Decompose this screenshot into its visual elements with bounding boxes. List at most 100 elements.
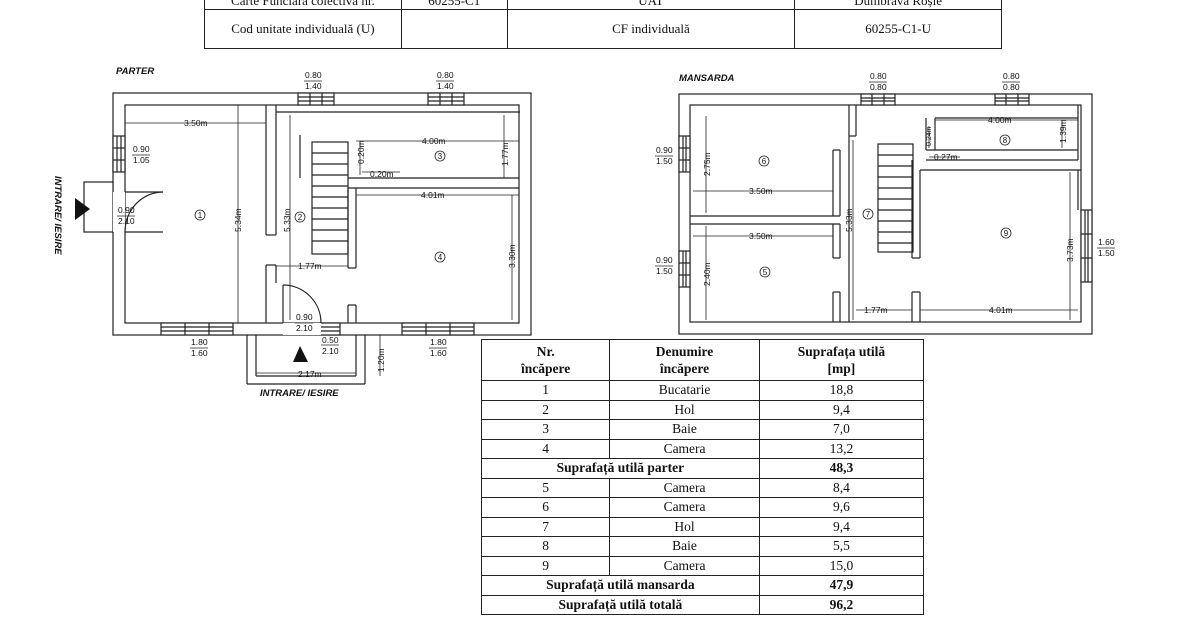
mansarda-room-numbers: 5 6 7 8 9 — [758, 134, 1012, 278]
room-number: 8 — [1003, 136, 1008, 145]
subtotal-value: 48,3 — [758, 458, 925, 479]
dim-label: 1.50 — [656, 266, 673, 276]
dim-label: 1.05 — [133, 155, 150, 165]
dim-label: 3.50m — [184, 118, 208, 128]
cod-unitate-label: Cod unitate individuală (U) — [204, 9, 402, 49]
dim-label: 1.60 — [1098, 237, 1115, 247]
cell-nr: 7 — [480, 516, 611, 537]
parter-window-top-2 — [427, 92, 465, 106]
dim-label: 0.27m — [934, 152, 958, 162]
dim-label: 4.00m — [422, 136, 446, 146]
dim-label: 1.80 — [430, 337, 447, 347]
cell-nr: 2 — [480, 399, 611, 420]
dim-label: 1.77m — [864, 305, 888, 315]
parter-outer-wall — [112, 92, 532, 336]
dim-label: 1.40 — [437, 81, 454, 91]
cell-name: Camera — [609, 555, 760, 576]
dim-label: 1.77m — [500, 142, 510, 166]
dim-label: 2.10 — [118, 216, 135, 226]
dim-label: 2.10 — [296, 323, 313, 333]
cell-nr: 4 — [480, 438, 611, 459]
entrance-label-left: INTRARE/ IESIRE — [52, 176, 63, 255]
entrance-arrow-left-icon — [75, 198, 90, 220]
dim-label: 3.50m — [749, 231, 773, 241]
dim-label: 3.73m — [1065, 238, 1075, 262]
parter-plan: PARTER — [75, 66, 532, 385]
cell-name: Hol — [609, 399, 760, 420]
dim-label: 2.17m — [298, 369, 322, 379]
dim-label: 0.90 — [656, 145, 673, 155]
col-header-nr-line2: încăpere — [521, 361, 571, 376]
cell-name: Camera — [609, 438, 760, 459]
cell-area: 13,2 — [758, 438, 925, 459]
cell-name: Baie — [609, 536, 760, 557]
cell-name: Camera — [609, 497, 760, 518]
parter-window-left — [112, 135, 126, 173]
dim-label: 1.40 — [305, 81, 322, 91]
mansarda-labels: 0.80 0.80 0.80 0.80 0.90 1.50 0.90 1.50 … — [655, 71, 1115, 315]
col-header-nr: Nr.încăpere — [480, 339, 611, 381]
dim-label: 1.80 — [191, 337, 208, 347]
dim-label: 0.24m — [926, 126, 933, 146]
dim-label: 1.50 — [1098, 248, 1115, 258]
mansarda-title: MANSARDA — [679, 73, 735, 84]
dim-label: 1.60 — [191, 348, 208, 358]
dim-label: 4.01m — [989, 305, 1013, 315]
dim-label: 0.80 — [1003, 82, 1020, 92]
cell-name: Camera — [609, 477, 760, 498]
parter-window-porch — [319, 322, 341, 336]
mansarda-window-left-1 — [678, 135, 691, 173]
dim-label: 0.80 — [870, 82, 887, 92]
mansarda-dimension-lines — [693, 116, 1078, 320]
dim-label: 0.90 — [656, 255, 673, 265]
parter-porch — [246, 335, 366, 385]
subtotal-label: Suprafață utilă mansarda — [481, 575, 760, 596]
total-value: 96,2 — [758, 594, 925, 615]
dim-label: 2.10 — [322, 346, 339, 356]
mansarda-outer-wall — [678, 93, 1093, 335]
room-number: 7 — [866, 210, 871, 219]
cell-nr: 9 — [480, 555, 611, 576]
dim-label: 4.01m — [421, 190, 445, 200]
cell-area: 9,4 — [758, 399, 925, 420]
parter-title: PARTER — [116, 66, 154, 77]
mansarda-window-left-2 — [678, 250, 691, 288]
dim-label: 1.20m — [376, 348, 386, 372]
parter-dimension-lines — [125, 105, 519, 376]
cell-area: 8,4 — [758, 477, 925, 498]
subtotal-label: Suprafață utilă parter — [481, 458, 760, 479]
dim-label: 5.33m — [844, 208, 854, 232]
parter-inner-wall — [124, 104, 520, 324]
cf-individuala-value: 60255-C1-U — [794, 9, 1002, 49]
cell-name: Hol — [609, 516, 760, 537]
subtotal-value: 47,9 — [758, 575, 925, 596]
cadastral-header-table: Carte Funciară colectivă nr. 60255-C1 UA… — [204, 0, 1002, 49]
dim-label: 0.80 — [437, 70, 454, 80]
room-number: 3 — [438, 152, 443, 161]
cell-area: 15,0 — [758, 555, 925, 576]
dim-label: 1.77m — [298, 261, 322, 271]
col-header-denumire-line1: Denumire — [655, 344, 714, 359]
dim-label: 0.90 — [118, 205, 135, 215]
mansarda-window-right — [1080, 209, 1093, 283]
dim-label: 5.34m — [233, 208, 243, 232]
dim-label: 1.39m — [1058, 119, 1068, 143]
cell-name: Bucatarie — [609, 380, 760, 401]
cod-unitate-value — [400, 9, 508, 49]
parter-stairs — [311, 141, 349, 255]
mansarda-window-top-1 — [860, 93, 896, 106]
dim-label: 0.80 — [305, 70, 322, 80]
mansarda-stairs — [877, 143, 914, 253]
room-number: 2 — [298, 213, 303, 222]
parter-door-front — [282, 284, 322, 335]
